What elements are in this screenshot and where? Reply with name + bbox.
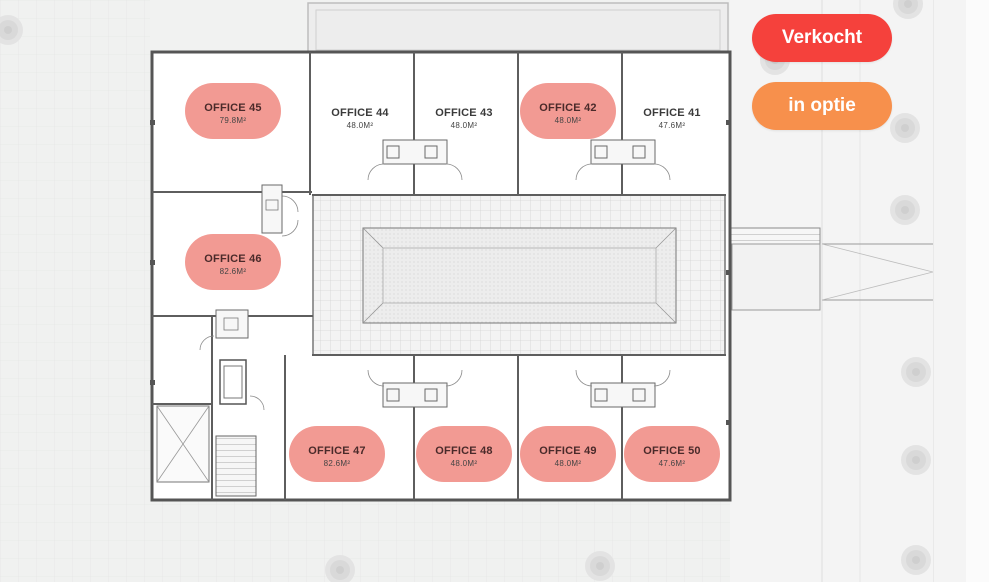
- office-47[interactable]: OFFICE 47 82.6M²: [289, 426, 385, 482]
- office-45[interactable]: OFFICE 45 79.8M²: [185, 83, 281, 139]
- office-area: 79.8M²: [220, 116, 247, 125]
- office-name: OFFICE 50: [643, 445, 700, 457]
- office-name: OFFICE 42: [539, 102, 596, 114]
- office-name: OFFICE 44: [331, 107, 389, 119]
- staircase: [215, 435, 257, 497]
- office-name: OFFICE 45: [204, 102, 261, 114]
- office-area: 82.6M²: [220, 267, 247, 276]
- page-margin: [933, 0, 989, 582]
- office-name: OFFICE 41: [643, 107, 700, 119]
- tree-icon: [890, 113, 920, 143]
- restroom-block: [382, 139, 656, 408]
- office-50[interactable]: OFFICE 50 47.6M²: [624, 426, 720, 482]
- office-name: OFFICE 49: [539, 445, 596, 457]
- sold-pill: [416, 426, 512, 482]
- office-48[interactable]: OFFICE 48 48.0M²: [416, 426, 512, 482]
- office-area: 47.6M²: [659, 121, 686, 130]
- tree-icon: [585, 551, 615, 581]
- sold-pill: [624, 426, 720, 482]
- tree-icon: [901, 545, 931, 575]
- office-area: 48.0M²: [555, 459, 582, 468]
- office-area: 47.6M²: [659, 459, 686, 468]
- paving-grid: [0, 0, 150, 582]
- office-44[interactable]: OFFICE 44 48.0M²: [331, 107, 389, 130]
- office-42[interactable]: OFFICE 42 48.0M²: [520, 83, 616, 139]
- office-area: 48.0M²: [347, 121, 374, 130]
- sold-pill: [185, 83, 281, 139]
- office-46[interactable]: OFFICE 46 82.6M²: [185, 234, 281, 290]
- office-43[interactable]: OFFICE 43 48.0M²: [435, 107, 492, 130]
- paving-grid-bottom: [150, 500, 740, 582]
- sold-pill: [289, 426, 385, 482]
- legend-option-button[interactable]: in optie: [752, 82, 892, 130]
- tree-icon: [901, 445, 931, 475]
- office-area: 48.0M²: [555, 116, 582, 125]
- office-area: 48.0M²: [451, 459, 478, 468]
- walkway-bridge: [727, 227, 821, 245]
- wc-core: [261, 184, 283, 234]
- legend-sold-button[interactable]: Verkocht: [752, 14, 892, 62]
- office-49[interactable]: OFFICE 49 48.0M²: [520, 426, 616, 482]
- tree-icon: [901, 357, 931, 387]
- sold-pill: [185, 234, 281, 290]
- office-area: 48.0M²: [451, 121, 478, 130]
- office-name: OFFICE 46: [204, 253, 261, 265]
- door-swings: [199, 163, 671, 411]
- office-name: OFFICE 43: [435, 107, 492, 119]
- office-name: OFFICE 48: [435, 445, 492, 457]
- sold-pill: [520, 426, 616, 482]
- office-name: OFFICE 47: [308, 445, 365, 457]
- office-labels: OFFICE 45 79.8M² OFFICE 44 48.0M² OFFICE 43 4…: [185, 83, 720, 482]
- atrium-skylight: [362, 227, 677, 324]
- sold-pill: [520, 83, 616, 139]
- office-area: 82.6M²: [324, 459, 351, 468]
- office-41[interactable]: OFFICE 41 47.6M²: [643, 107, 700, 130]
- tree-icon: [890, 195, 920, 225]
- courtyard-top-area: [307, 2, 729, 54]
